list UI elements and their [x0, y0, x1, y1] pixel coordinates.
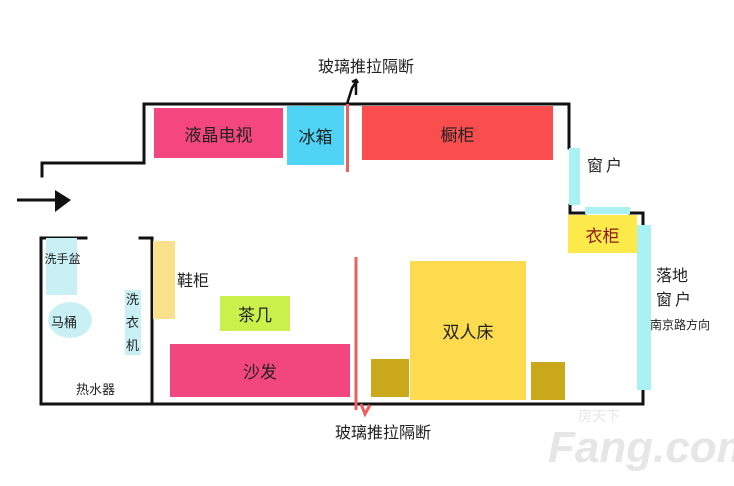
direction-label: 南京路方向 — [650, 318, 711, 332]
tv: 液晶电视 — [154, 108, 283, 158]
shoe-cabinet-label: 鞋柜 — [177, 271, 210, 290]
toilet — [48, 302, 92, 338]
wardrobe: 衣柜 — [568, 215, 637, 253]
glass-partition-top — [346, 104, 349, 172]
washbasin-label: 洗手盆 — [44, 252, 81, 266]
nightstand-left — [371, 359, 409, 397]
water-heater-label: 热水器 — [76, 383, 116, 398]
fridge: 冰箱 — [287, 106, 344, 165]
partition-top-arrow — [345, 78, 360, 105]
entry-arrow-head — [55, 190, 71, 212]
partition-bottom-arrow — [359, 403, 372, 418]
cabinet: 橱柜 — [362, 106, 553, 160]
washer — [125, 290, 141, 355]
nightstand-right — [531, 362, 565, 400]
floor-window — [637, 225, 651, 390]
floor-window-label-2: 窗户 — [656, 290, 695, 309]
window — [569, 148, 580, 205]
corner-window — [585, 207, 630, 214]
watermark-cn: 房天下 — [578, 408, 620, 424]
watermark-brand: Fang.com — [548, 423, 734, 472]
wall-entry — [40, 102, 571, 178]
partition-top-label: 玻璃推拉隔断 — [318, 57, 415, 76]
shoe-cabinet — [153, 241, 175, 319]
watermark-logo: 房天下 Fang.com — [548, 408, 734, 472]
wall-bottom — [150, 388, 645, 406]
partition-bottom-label: 玻璃推拉隔断 — [335, 423, 432, 442]
washer-label: 洗衣机 — [126, 293, 140, 354]
window-label: 窗户 — [587, 156, 626, 175]
tea-table: 茶几 — [220, 296, 290, 331]
wall-corner — [568, 203, 645, 227]
washbasin: 洗手盆 — [45, 238, 81, 295]
bed: 双人床 — [410, 261, 526, 400]
floor-window-label-1: 落地 — [656, 266, 689, 285]
toilet-label: 马桶 — [51, 316, 78, 331]
sofa: 沙发 — [170, 344, 350, 397]
